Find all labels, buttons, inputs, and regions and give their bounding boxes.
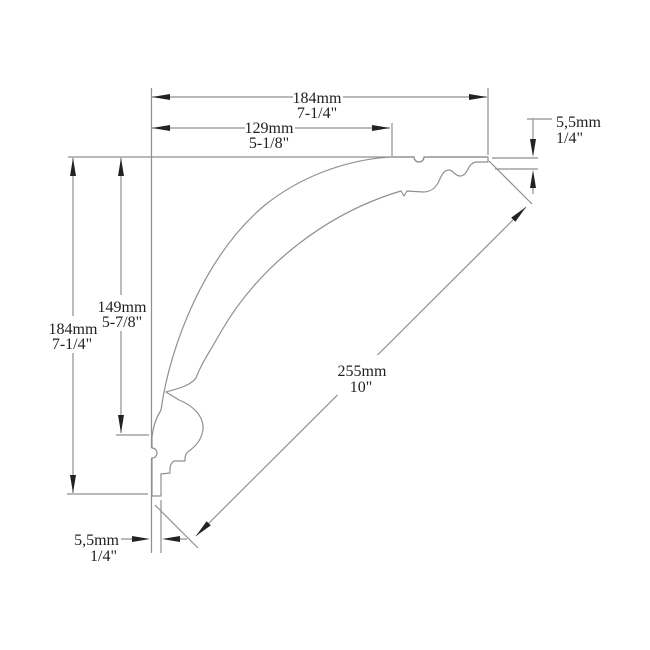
arrowhead-left-icon	[152, 94, 170, 100]
diagonal-extension-stub-top	[488, 160, 533, 205]
arrowhead-right-icon	[132, 536, 150, 542]
overall-width-mm-label: 184mm	[293, 90, 342, 107]
dimension-labels: 184mm 7-1/4" 129mm 5-1/8" 5,5mm 1/4" 184…	[49, 90, 602, 565]
arrowhead-right-icon	[469, 94, 487, 100]
arrowhead-up-icon	[70, 158, 76, 176]
diagonal-face-mm-label: 255mm	[338, 363, 387, 380]
bottom-thickness-inch-label: 1/4"	[90, 548, 117, 565]
label-masks	[49, 86, 386, 395]
dimension-arrowheads	[70, 94, 536, 542]
arrowhead-left-icon	[152, 125, 170, 131]
arrowhead-diagonal-icon	[196, 521, 211, 536]
arrowhead-up-icon	[118, 158, 124, 176]
diagonal-face-inch-label: 10"	[350, 379, 373, 396]
arrowhead-down-icon	[530, 139, 536, 157]
top-thickness-inch-label: 1/4"	[556, 130, 583, 147]
diagonal-extension-stub-bottom	[154, 504, 199, 549]
overall-height-mm-label: 184mm	[49, 321, 98, 338]
overall-width-inch-label: 7-1/4"	[297, 105, 337, 122]
top-thickness-leader-lines	[527, 118, 552, 194]
top-thickness-mm-label: 5,5mm	[556, 114, 601, 131]
bottom-thickness-mm-label: 5,5mm	[74, 532, 119, 549]
top-thickness-extension-lines	[492, 157, 538, 170]
arrowhead-diagonal-icon	[511, 207, 526, 222]
ceiling-projection-mm-label: 129mm	[245, 120, 294, 137]
wall-drop-mm-label: 149mm	[98, 299, 147, 316]
arrowhead-down-icon	[70, 475, 76, 493]
arrowhead-up-icon	[530, 170, 536, 188]
wall-drop-inch-label: 5-7/8"	[102, 314, 142, 331]
ceiling-projection-inch-label: 5-1/8"	[249, 135, 289, 152]
overall-height-inch-label: 7-1/4"	[52, 336, 92, 353]
ceiling-plane-line	[68, 156, 488, 163]
arrowhead-right-icon	[372, 125, 390, 131]
arrowhead-down-icon	[118, 415, 124, 433]
arrowhead-left-icon	[162, 536, 180, 542]
molding-profile-outline	[151, 156, 489, 497]
